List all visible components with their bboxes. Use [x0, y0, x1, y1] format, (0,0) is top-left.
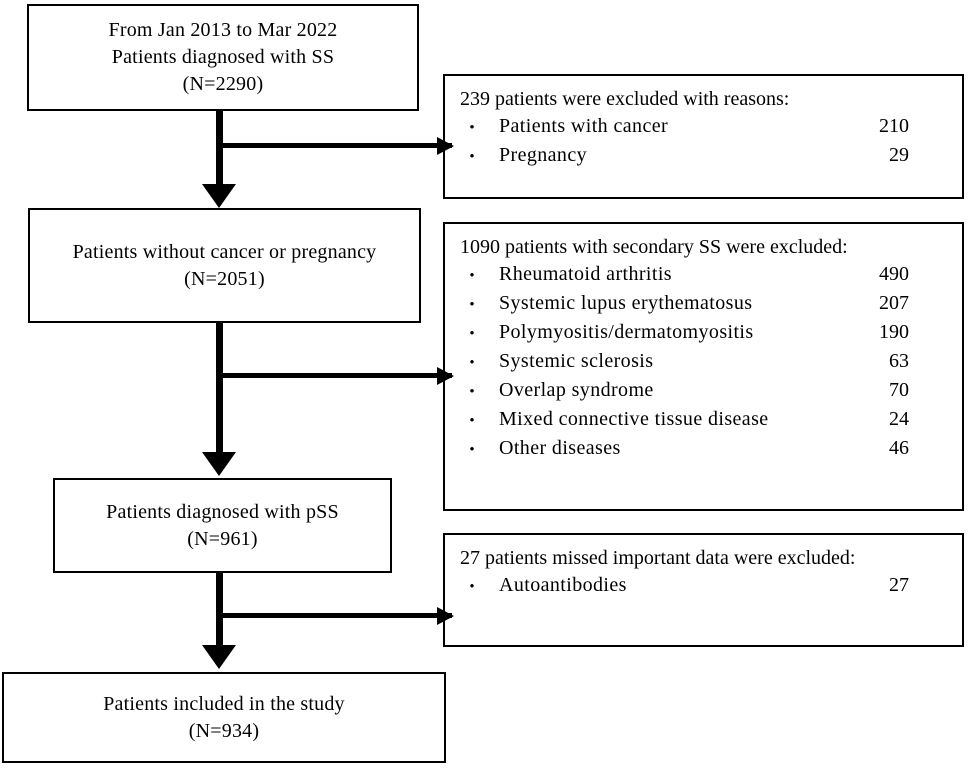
connector-enrolled-to-nocancer-stem	[216, 111, 223, 196]
list-item: • Pregnancy 29	[445, 141, 962, 170]
list-item-count: 63	[889, 350, 909, 372]
flow-box-without-cancer-line-1: Patients without cancer or pregnancy	[72, 240, 377, 263]
flow-box-without-cancer-or-pregnancy: Patients without cancer or pregnancy (N=…	[28, 208, 421, 323]
list-item: • Patients with cancer 210	[445, 112, 962, 141]
list-item-label: Autoantibodies	[499, 574, 627, 596]
bullet-dot-icon: •	[469, 120, 475, 136]
list-item-label: Rheumatoid arthritis	[499, 263, 672, 285]
bullet-dot-icon: •	[469, 268, 475, 284]
list-item: • Rheumatoid arthritis 490	[445, 260, 962, 289]
connector-branch-to-exclusion-3	[220, 613, 452, 618]
exclusion-box-3: 27 patients missed important data were e…	[443, 533, 964, 647]
flow-box-pss-line-2: (N=961)	[187, 527, 258, 550]
flow-box-diagnosed-pss: Patients diagnosed with pSS (N=961)	[53, 478, 392, 573]
list-item-count: 46	[889, 437, 909, 459]
list-item: • Autoantibodies 27	[445, 571, 962, 600]
list-item: • Other diseases 46	[445, 434, 962, 463]
bullet-dot-icon: •	[469, 579, 475, 595]
list-item-label: Pregnancy	[499, 144, 588, 166]
arrowhead-right-icon	[437, 367, 454, 385]
exclusion-box-3-heading: 27 patients missed important data were e…	[460, 547, 856, 569]
list-item: • Overlap syndrome 70	[445, 376, 962, 405]
flow-box-enrolled-line-1: From Jan 2013 to Mar 2022	[108, 19, 338, 42]
arrowhead-down-icon	[202, 645, 236, 669]
flow-box-enrolled: From Jan 2013 to Mar 2022 Patients diagn…	[27, 4, 419, 111]
connector-nocancer-to-pss-stem	[216, 323, 223, 456]
arrowhead-right-icon	[437, 607, 454, 625]
list-item-count: 70	[889, 379, 909, 401]
list-item-label: Overlap syndrome	[499, 379, 654, 401]
list-item: • Systemic sclerosis 63	[445, 347, 962, 376]
exclusion-box-1-list: • Patients with cancer 210 • Pregnancy 2…	[445, 112, 962, 170]
exclusion-box-2-list: • Rheumatoid arthritis 490 • Systemic lu…	[445, 260, 962, 463]
bullet-dot-icon: •	[469, 297, 475, 313]
list-item-count: 27	[889, 574, 909, 596]
arrowhead-down-icon	[202, 184, 236, 208]
list-item-count: 29	[889, 144, 909, 166]
arrowhead-down-icon	[202, 452, 236, 476]
connector-pss-to-included-stem	[216, 573, 223, 651]
connector-branch-to-exclusion-2	[220, 373, 452, 378]
exclusion-box-2-heading: 1090 patients with secondary SS were exc…	[460, 236, 848, 258]
bullet-dot-icon: •	[469, 355, 475, 371]
bullet-dot-icon: •	[469, 442, 475, 458]
arrowhead-right-icon	[437, 137, 454, 155]
bullet-dot-icon: •	[469, 413, 475, 429]
flow-box-included-in-study: Patients included in the study (N=934)	[2, 672, 446, 763]
exclusion-box-1: 239 patients were excluded with reasons:…	[443, 74, 964, 199]
list-item: • Systemic lupus erythematosus 207	[445, 289, 962, 318]
list-item-count: 190	[879, 321, 909, 343]
flow-box-pss-line-1: Patients diagnosed with pSS	[106, 500, 339, 523]
list-item-label: Mixed connective tissue disease	[499, 408, 769, 430]
list-item-label: Patients with cancer	[499, 115, 669, 137]
list-item-label: Systemic sclerosis	[499, 350, 654, 372]
exclusion-box-1-heading: 239 patients were excluded with reasons:	[460, 88, 790, 110]
list-item-count: 210	[879, 115, 909, 137]
list-item: • Polymyositis/dermatomyositis 190	[445, 318, 962, 347]
flow-box-included-line-2: (N=934)	[188, 719, 260, 742]
list-item-label: Other diseases	[499, 437, 621, 459]
list-item-count: 24	[889, 408, 909, 430]
list-item-count: 207	[879, 292, 909, 314]
list-item-label: Polymyositis/dermatomyositis	[499, 321, 754, 343]
bullet-dot-icon: •	[469, 149, 475, 165]
flow-box-included-line-1: Patients included in the study	[103, 692, 345, 715]
flow-box-without-cancer-line-2: (N=2051)	[184, 267, 265, 290]
flow-box-enrolled-line-2: Patients diagnosed with SS	[111, 46, 335, 69]
list-item-label: Systemic lupus erythematosus	[499, 292, 753, 314]
exclusion-box-2: 1090 patients with secondary SS were exc…	[443, 222, 964, 511]
list-item-count: 490	[879, 263, 909, 285]
bullet-dot-icon: •	[469, 326, 475, 342]
bullet-dot-icon: •	[469, 384, 475, 400]
flow-box-enrolled-line-3: (N=2290)	[182, 72, 264, 95]
connector-branch-to-exclusion-1	[220, 143, 452, 148]
list-item: • Mixed connective tissue disease 24	[445, 405, 962, 434]
exclusion-box-3-list: • Autoantibodies 27	[445, 571, 962, 600]
